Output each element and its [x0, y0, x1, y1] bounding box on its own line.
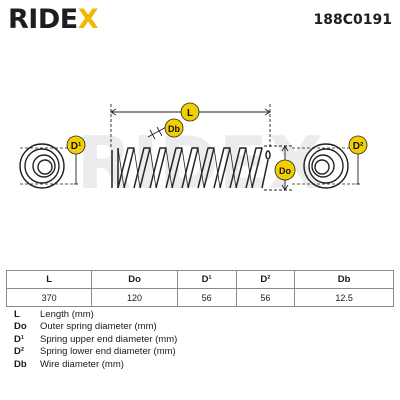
- value-db: 12.5: [294, 288, 394, 307]
- spring-diagram: RIDEX D¹ D² L: [19, 102, 368, 205]
- specs-header-row: L Do D¹ D² Db: [5, 270, 394, 289]
- brand-main: RIDE: [8, 4, 78, 35]
- label-d1: D¹: [66, 135, 86, 155]
- part-number: 188C0191: [313, 12, 392, 28]
- label-l-text: L: [187, 108, 193, 119]
- label-do: Do: [274, 159, 296, 181]
- spring-side-view: [111, 147, 271, 189]
- header-do: Do: [91, 270, 178, 289]
- label-d1-text: D¹: [71, 141, 82, 152]
- label-d2-text: D²: [353, 141, 364, 152]
- specs-table: L Do D¹ D² Db 370 120 56 56 12.5: [5, 270, 394, 307]
- legend-text: Length (mm): [40, 309, 94, 320]
- value-d1: 56: [176, 288, 237, 307]
- value-d2: 56: [235, 288, 296, 307]
- header-d2: D²: [235, 270, 296, 289]
- upper-end-view: [19, 143, 78, 189]
- value-do: 120: [91, 288, 178, 307]
- label-db: Db: [164, 118, 184, 138]
- label-l: L: [180, 102, 200, 122]
- legend: L Length (mm) Do Outer spring diameter (…: [14, 309, 177, 371]
- legend-item-do: Do Outer spring diameter (mm): [14, 321, 177, 333]
- legend-item-d2: D² Spring lower end diameter (mm): [14, 346, 177, 358]
- label-do-text: Do: [279, 166, 291, 176]
- legend-key: Do: [14, 321, 27, 333]
- legend-text: Wire diameter (mm): [40, 358, 124, 370]
- ridex-logo: RIDEX: [8, 4, 99, 36]
- legend-key: L: [14, 309, 20, 320]
- legend-text: Spring upper end diameter (mm): [40, 333, 178, 345]
- brand-accent: X: [77, 4, 99, 35]
- legend-text: Spring lower end diameter (mm): [40, 346, 176, 358]
- legend-item-l: L Length (mm): [14, 309, 177, 321]
- legend-key: Db: [14, 358, 27, 370]
- label-db-text: Db: [168, 124, 180, 134]
- header-db: Db: [294, 270, 394, 289]
- value-l: 370: [5, 288, 93, 307]
- header-d1: D¹: [176, 270, 237, 289]
- label-d2: D²: [348, 135, 368, 155]
- legend-text: Outer spring diameter (mm): [40, 321, 157, 333]
- legend-key: D¹: [14, 333, 25, 345]
- legend-item-db: Db Wire diameter (mm): [14, 359, 177, 371]
- legend-key: D²: [14, 346, 25, 358]
- specs-value-row: 370 120 56 56 12.5: [5, 288, 394, 307]
- header-l: L: [5, 270, 93, 289]
- legend-item-d1: D¹ Spring upper end diameter (mm): [14, 334, 177, 346]
